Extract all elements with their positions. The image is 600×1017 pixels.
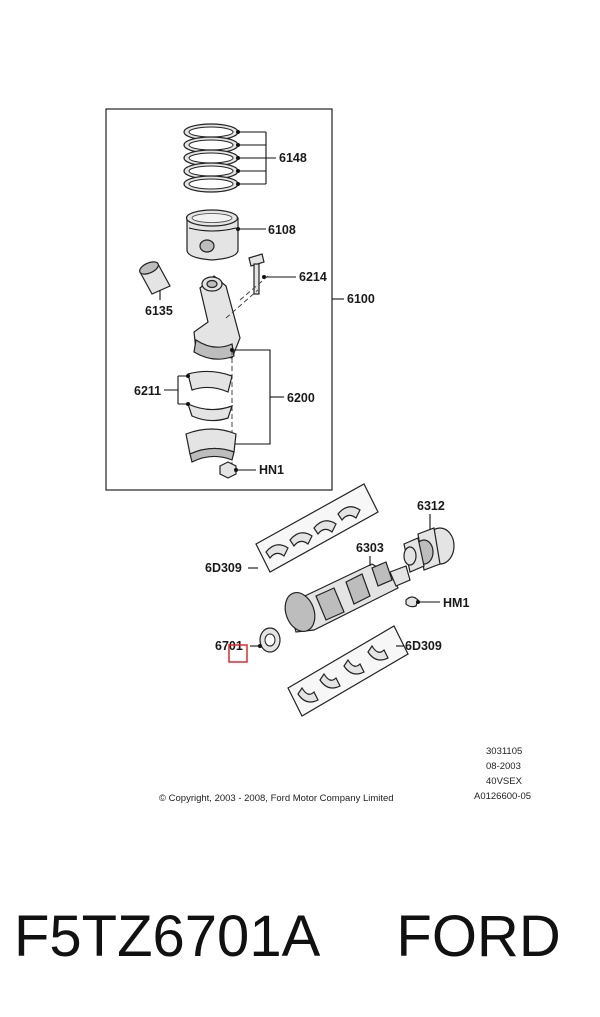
info-line-3: 40VSEX bbox=[486, 776, 523, 787]
connecting-rod-part[interactable] bbox=[193, 275, 241, 360]
label-6211: 6211 bbox=[134, 384, 161, 398]
label-6214: 6214 bbox=[299, 270, 327, 284]
label-6312: 6312 bbox=[417, 499, 445, 513]
main-bearing-lower-part[interactable] bbox=[287, 625, 409, 717]
rod-bolt-part[interactable] bbox=[248, 253, 265, 295]
info-line-2: 08-2003 bbox=[486, 761, 521, 772]
main-bearing-upper-part[interactable] bbox=[255, 483, 379, 573]
rod-nut-part[interactable] bbox=[219, 461, 237, 479]
label-6303: 6303 bbox=[356, 541, 384, 555]
piston-pin-part[interactable] bbox=[138, 259, 171, 300]
copyright-text: © Copyright, 2003 - 2008, Ford Motor Com… bbox=[159, 793, 394, 804]
label-6200: 6200 bbox=[287, 391, 315, 405]
part-caption: F5TZ6701A FORD bbox=[14, 892, 594, 982]
rod-bearing-upper-part[interactable] bbox=[186, 370, 233, 422]
label-6D309-lower: 6D309 bbox=[405, 639, 442, 653]
info-line-1: 3031105 bbox=[486, 746, 522, 757]
brand-name: FORD bbox=[396, 904, 561, 969]
piston-rings-part[interactable] bbox=[183, 123, 239, 193]
label-6D309-upper: 6D309 bbox=[205, 561, 242, 575]
rod-leader bbox=[232, 349, 271, 445]
rod-cap-part[interactable] bbox=[185, 428, 237, 463]
info-line-4: A0126600-05 bbox=[474, 791, 531, 802]
label-6135: 6135 bbox=[145, 304, 173, 318]
crank-key-part[interactable] bbox=[405, 596, 419, 608]
label-6108: 6108 bbox=[268, 223, 296, 237]
rear-seal-part[interactable] bbox=[259, 627, 281, 653]
crank-gear-part[interactable] bbox=[403, 527, 455, 573]
label-HM1: HM1 bbox=[443, 596, 469, 610]
piston-rings-leader bbox=[236, 130, 276, 186]
label-6148: 6148 bbox=[279, 151, 307, 165]
highlight-marker[interactable] bbox=[228, 644, 248, 663]
crankshaft-part[interactable] bbox=[280, 561, 411, 636]
piston-part[interactable] bbox=[185, 209, 239, 261]
label-HN1: HN1 bbox=[259, 463, 284, 477]
label-6100: 6100 bbox=[347, 292, 375, 306]
part-number: F5TZ6701A bbox=[14, 904, 321, 969]
